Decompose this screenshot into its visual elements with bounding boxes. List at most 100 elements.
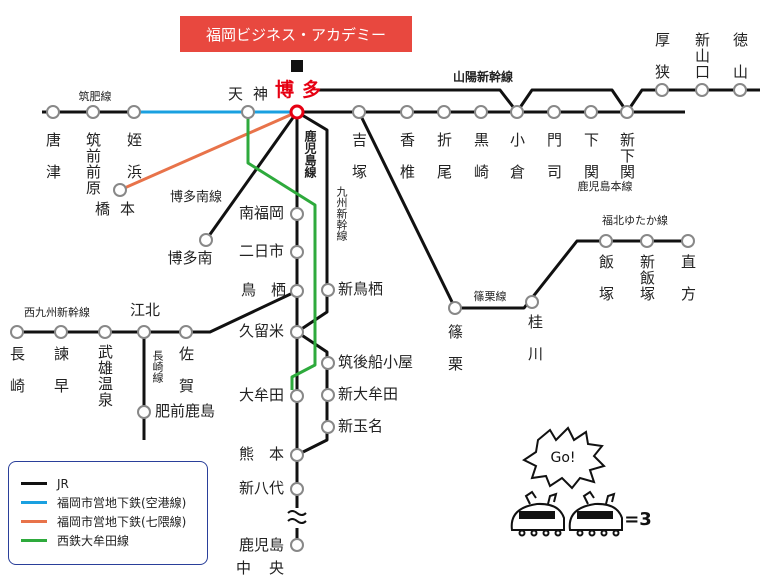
station-label[interactable]: 香椎 [398,132,416,196]
station-marker[interactable] [137,325,151,339]
station-marker[interactable] [10,325,24,339]
station-marker[interactable] [655,83,669,97]
station-label[interactable]: 厚狭 [653,32,671,96]
line-nishi-kyushu [17,289,298,334]
station-label[interactable]: 下関 [582,132,600,196]
station-marker[interactable] [584,105,598,119]
station-marker[interactable] [510,105,524,119]
train-icon [510,490,565,537]
station-marker[interactable] [620,105,634,119]
station-marker[interactable] [640,234,654,248]
station-label[interactable]: 二日市 [238,242,284,260]
station-marker[interactable] [547,105,561,119]
label-kagoshima-honsen: 鹿児島本線 [578,179,633,193]
station-marker[interactable] [525,295,539,309]
line-break-icon [287,510,307,524]
station-marker[interactable] [290,482,304,496]
bubble-text: Go! [550,450,575,466]
station-label[interactable]: 新玉名 [338,417,384,435]
station-label[interactable]: 佐賀 [177,346,195,410]
station-label[interactable]: 博多 [274,79,330,101]
station-label[interactable]: 新山口 [693,32,711,80]
station-marker[interactable] [54,325,68,339]
station-label[interactable]: 筑後船小屋 [338,353,414,371]
station-marker[interactable] [681,234,695,248]
station-marker[interactable] [695,83,709,97]
station-label[interactable]: 博多南 [167,249,213,267]
station-marker[interactable] [437,105,451,119]
station-marker[interactable] [113,183,127,197]
station-marker[interactable] [448,301,462,315]
station-label[interactable]: 諫早 [52,346,70,410]
station-label[interactable]: 新鳥栖 [338,280,384,298]
station-label[interactable]: 新大牟田 [338,385,399,403]
station-label[interactable]: 門司 [545,132,563,196]
station-marker[interactable] [352,105,366,119]
station-label[interactable]: 姪浜 [125,132,143,196]
station-label[interactable]: 唐津 [44,132,62,196]
label-kyushu-shinkansen: 九州新幹線 [335,186,348,241]
station-marker[interactable] [599,234,613,248]
station-label[interactable]: 熊本 [239,445,300,463]
station-marker[interactable] [290,325,304,339]
station-label[interactable]: 久留米 [238,322,284,340]
station-marker[interactable] [733,83,747,97]
station-label[interactable]: 折尾 [435,132,453,196]
station-label[interactable]: 篠栗 [446,324,464,388]
station-marker[interactable] [86,105,100,119]
legend-item-nanakuma: 福岡市営地下鉄(七隈線) [21,512,207,531]
station-marker[interactable] [127,105,141,119]
legend-item-jr: JR [21,474,207,493]
station-marker[interactable] [290,207,304,221]
station-marker[interactable] [199,233,213,247]
station-marker[interactable] [290,389,304,403]
station-marker[interactable] [321,356,335,370]
trail-text: =3 [624,509,652,530]
legend-label: 西鉄大牟田線 [57,534,130,548]
station-marker[interactable] [289,104,305,120]
label-nishi-kyushu-shinkansen: 西九州新幹線 [24,305,90,319]
station-label[interactable]: 筑前前原 [84,132,102,196]
station-label[interactable]: 江北 [129,301,161,319]
station-marker[interactable] [400,105,414,119]
station-label[interactable]: 肥前鹿島 [155,402,216,420]
station-marker[interactable] [290,538,304,552]
train-icon [568,490,623,537]
station-marker[interactable] [321,283,335,297]
station-label[interactable]: 大牟田 [238,386,284,404]
legend-swatch [21,482,47,485]
station-label[interactable]: 鳥栖 [241,281,302,299]
label-sasaguri: 篠栗線 [474,289,507,303]
station-label[interactable]: 吉塚 [350,132,368,196]
station-label[interactable]: 黒崎 [472,132,490,196]
legend-swatch [21,520,47,523]
station-marker[interactable] [137,405,151,419]
station-marker[interactable] [290,284,304,298]
station-label[interactable]: 鹿児島中央 [236,536,284,577]
label-kagoshima: 鹿児島線 [303,130,317,178]
station-label[interactable]: 武雄温泉 [96,344,114,408]
station-label[interactable]: 新下関 [618,132,636,180]
station-label[interactable]: 直方 [679,254,697,318]
station-marker[interactable] [241,105,255,119]
station-label[interactable]: 橋本 [94,200,146,218]
station-marker[interactable] [474,105,488,119]
station-label[interactable]: 長崎 [8,346,26,410]
station-marker[interactable] [290,245,304,259]
station-marker[interactable] [321,420,335,434]
station-marker[interactable] [179,325,193,339]
label-chikuhi: 筑肥線 [79,89,112,103]
station-label[interactable]: 小倉 [508,132,526,196]
station-label[interactable]: 飯塚 [597,254,615,318]
station-label[interactable]: 新八代 [238,479,284,497]
station-label[interactable]: 徳山 [731,32,749,96]
station-label[interactable]: 天神 [227,85,279,103]
station-label[interactable]: 桂川 [526,314,544,378]
legend-item-nishitetsu: 西鉄大牟田線 [21,531,207,550]
station-marker[interactable] [290,448,304,462]
station-label[interactable]: 新飯塚 [638,254,656,302]
station-marker[interactable] [46,105,60,119]
station-marker[interactable] [321,388,335,402]
station-marker[interactable] [98,325,112,339]
station-label[interactable]: 南福岡 [238,204,284,222]
